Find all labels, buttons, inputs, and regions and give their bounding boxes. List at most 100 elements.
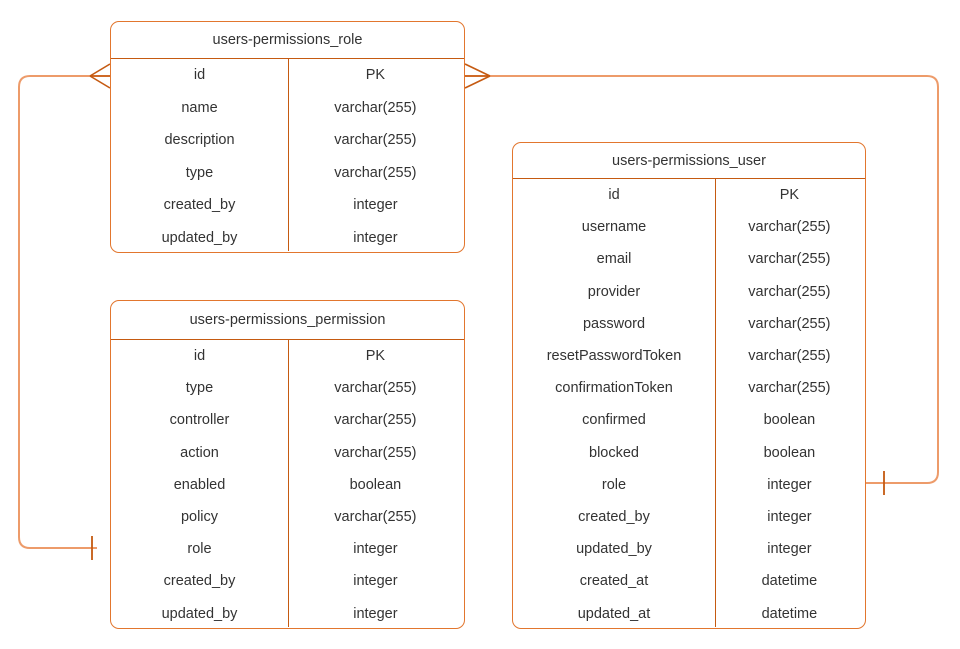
field-name: confirmationToken xyxy=(555,380,673,397)
field-row[interactable]: created_by integer xyxy=(111,189,464,222)
entity-title: users-permissions_role xyxy=(111,22,464,59)
field-name: resetPasswordToken xyxy=(546,348,682,365)
field-type: varchar(255) xyxy=(748,219,831,236)
field-type: integer xyxy=(767,541,812,558)
field-type: boolean xyxy=(349,476,402,493)
field-row[interactable]: type varchar(255) xyxy=(111,157,464,190)
field-name: blocked xyxy=(589,444,639,461)
field-row[interactable]: confirmed boolean xyxy=(513,404,865,436)
field-name: role xyxy=(187,541,212,558)
field-row[interactable]: updated_by integer xyxy=(111,598,464,630)
field-type: varchar(255) xyxy=(334,509,417,526)
field-type: varchar(255) xyxy=(748,380,831,397)
field-name: provider xyxy=(587,283,641,300)
field-type: varchar(255) xyxy=(748,283,831,300)
field-type: varchar(255) xyxy=(334,164,417,181)
field-row[interactable]: username varchar(255) xyxy=(513,211,865,243)
field-name: action xyxy=(180,444,219,461)
field-name: type xyxy=(185,380,214,397)
field-name: created_by xyxy=(163,197,236,214)
field-name: updated_at xyxy=(577,605,651,622)
field-row[interactable]: role integer xyxy=(111,533,464,565)
field-row[interactable]: email varchar(255) xyxy=(513,243,865,275)
field-type: boolean xyxy=(763,412,816,429)
field-row[interactable]: resetPasswordToken varchar(255) xyxy=(513,340,865,372)
field-name: created_at xyxy=(579,573,649,590)
entity-title: users-permissions_permission xyxy=(111,301,464,340)
field-type: datetime xyxy=(761,605,818,622)
field-row[interactable]: updated_at datetime xyxy=(513,597,865,629)
field-type: boolean xyxy=(763,444,816,461)
field-name: type xyxy=(185,164,214,181)
field-name: email xyxy=(596,251,632,268)
field-type: varchar(255) xyxy=(748,251,831,268)
field-type: varchar(255) xyxy=(334,444,417,461)
field-row[interactable]: provider varchar(255) xyxy=(513,276,865,308)
field-type: integer xyxy=(353,573,398,590)
field-row[interactable]: blocked boolean xyxy=(513,437,865,469)
field-type: varchar(255) xyxy=(334,380,417,397)
field-name: id xyxy=(193,67,206,84)
field-name: id xyxy=(608,187,620,204)
field-type: varchar(255) xyxy=(748,315,831,332)
column-divider xyxy=(288,340,289,627)
field-row[interactable]: updated_by integer xyxy=(513,533,865,565)
field-row[interactable]: created_at datetime xyxy=(513,565,865,597)
column-divider xyxy=(288,59,289,251)
crowfoot-many-icon xyxy=(464,63,491,89)
field-type: PK xyxy=(365,348,386,365)
entity-title: users-permissions_user xyxy=(513,143,865,179)
field-type: varchar(255) xyxy=(334,412,417,429)
field-name: controller xyxy=(169,412,230,429)
field-name: updated_by xyxy=(576,541,652,558)
field-type: integer xyxy=(353,605,398,622)
field-row[interactable]: role integer xyxy=(513,469,865,501)
relationship-line xyxy=(18,75,110,549)
field-name: enabled xyxy=(173,476,226,493)
field-name: updated_by xyxy=(161,605,238,622)
field-row[interactable]: description varchar(255) xyxy=(111,124,464,157)
field-name: password xyxy=(582,315,646,332)
field-type: integer xyxy=(353,541,398,558)
field-name: created_by xyxy=(578,508,650,525)
field-name: confirmed xyxy=(582,412,646,429)
field-row[interactable]: type varchar(255) xyxy=(111,372,464,404)
field-name: description xyxy=(164,132,235,149)
field-type: varchar(255) xyxy=(334,99,417,116)
field-row[interactable]: id PK xyxy=(111,340,464,372)
field-row[interactable]: id PK xyxy=(111,59,464,92)
column-divider xyxy=(715,179,716,627)
field-name: created_by xyxy=(163,573,236,590)
field-type: integer xyxy=(353,229,398,246)
relationship-permission-role xyxy=(18,63,111,560)
field-name: id xyxy=(193,348,206,365)
field-name: username xyxy=(581,219,647,236)
field-type: varchar(255) xyxy=(748,348,831,365)
field-row[interactable]: created_by integer xyxy=(513,501,865,533)
field-row[interactable]: enabled boolean xyxy=(111,469,464,501)
field-type: PK xyxy=(365,67,386,84)
field-row[interactable]: controller varchar(255) xyxy=(111,404,464,436)
field-row[interactable]: password varchar(255) xyxy=(513,308,865,340)
field-row[interactable]: created_by integer xyxy=(111,565,464,597)
entity-fields: id PK type varchar(255) controller varchar(25… xyxy=(111,340,464,627)
field-type: integer xyxy=(767,508,812,525)
field-name: role xyxy=(601,476,627,493)
field-type: datetime xyxy=(761,573,818,590)
field-type: integer xyxy=(767,476,812,493)
field-type: integer xyxy=(353,197,398,214)
crowfoot-many-icon xyxy=(89,63,111,89)
field-row[interactable]: action varchar(255) xyxy=(111,437,464,469)
field-row[interactable]: confirmationToken varchar(255) xyxy=(513,372,865,404)
field-type: varchar(255) xyxy=(334,132,417,149)
